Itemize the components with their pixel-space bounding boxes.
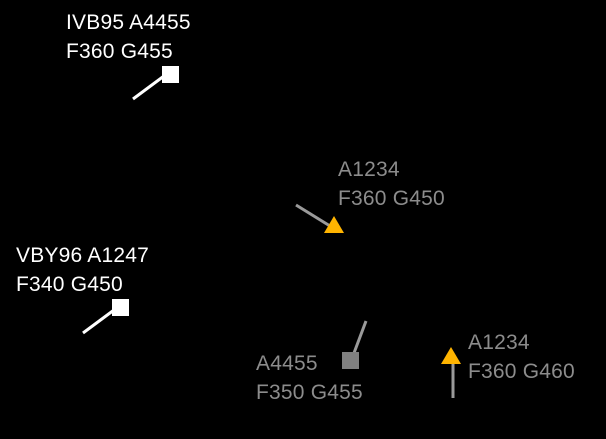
datablock-line2: F360 G460 — [468, 360, 575, 383]
datablock-line1: IVB95 A4455 — [66, 11, 191, 34]
velocity-vector — [352, 320, 368, 354]
datablock-ivb95[interactable]: IVB95 A4455 F360 G455 — [66, 8, 191, 66]
triangle-icon[interactable] — [441, 347, 461, 364]
datablock-line2: F360 G455 — [66, 40, 173, 63]
datablock-a1234-low[interactable]: A1234 F360 G460 — [468, 328, 575, 386]
square-icon[interactable] — [162, 66, 179, 83]
target-a1234-mid[interactable] — [295, 203, 344, 233]
datablock-line2: F340 G450 — [16, 273, 123, 296]
square-icon[interactable] — [112, 299, 129, 316]
target-a4455[interactable] — [342, 320, 368, 369]
datablock-a4455[interactable]: A4455 F350 G455 — [256, 349, 363, 407]
datablock-vby96[interactable]: VBY96 A1247 F340 G450 — [16, 241, 149, 299]
datablock-a1234-mid[interactable]: A1234 F360 G450 — [338, 155, 445, 213]
datablock-line1: A4455 — [256, 352, 318, 375]
datablock-line2: F350 G455 — [256, 381, 363, 404]
velocity-vector — [132, 74, 165, 101]
datablock-line1: A1234 — [338, 158, 400, 181]
datablock-line2: F360 G450 — [338, 187, 445, 210]
datablock-line1: VBY96 A1247 — [16, 244, 149, 267]
target-ivb95[interactable] — [132, 66, 179, 101]
velocity-vector — [82, 308, 115, 335]
triangle-icon[interactable] — [324, 216, 344, 233]
velocity-vector — [295, 203, 331, 228]
datablock-line1: A1234 — [468, 331, 530, 354]
square-icon[interactable] — [342, 352, 359, 369]
target-a1234-low[interactable] — [441, 347, 461, 398]
target-vby96[interactable] — [82, 299, 129, 335]
